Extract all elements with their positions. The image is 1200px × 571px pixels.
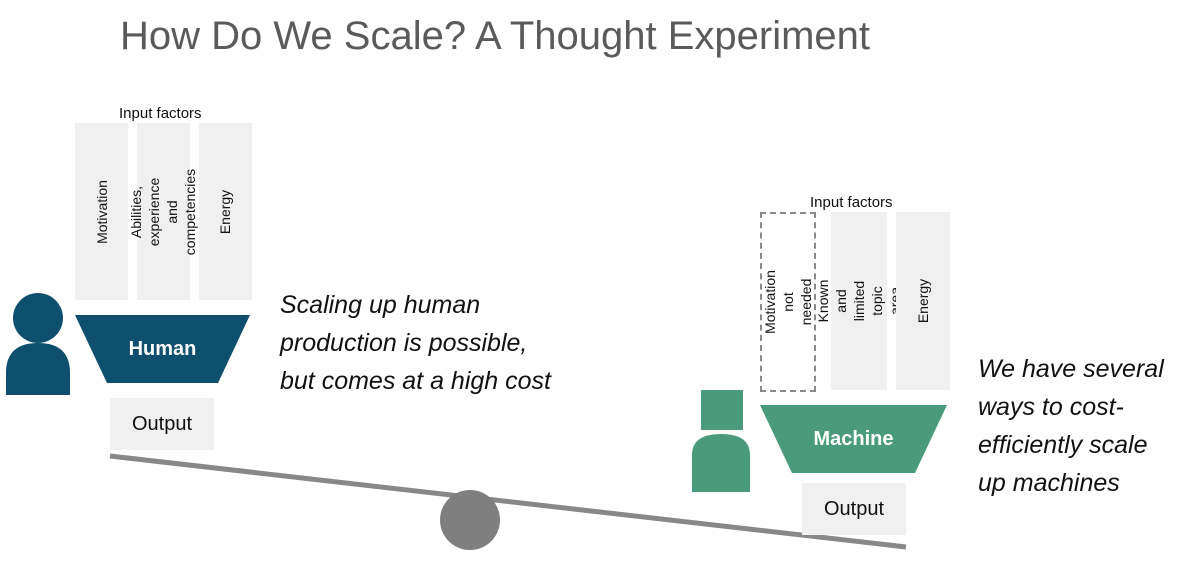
human-input-factors-label: Input factors	[119, 105, 202, 122]
machine-factor-energy: Energy	[896, 212, 950, 390]
balance-beam	[109, 453, 907, 550]
human-factor-abilities-text: Abilities, experience and competencies	[128, 168, 199, 255]
human-factor-energy-text: Energy	[217, 189, 234, 234]
human-scaling-note: Scaling up human production is possible,…	[280, 291, 551, 395]
machine-scaling-note: We have several ways to cost- efficientl…	[978, 355, 1164, 497]
human-funnel-label: Human	[128, 337, 197, 360]
machine-factor-known-topic-text: Known and limited topic area	[815, 279, 903, 323]
human-funnel	[75, 315, 250, 383]
machine-funnel-label: Machine	[813, 427, 894, 450]
human-person-icon	[6, 293, 70, 395]
human-factor-energy: Energy	[199, 123, 252, 300]
machine-robot-icon	[692, 390, 750, 492]
human-factor-motivation: Motivation	[75, 123, 128, 300]
page-title: How Do We Scale? A Thought Experiment	[120, 14, 871, 58]
machine-factor-known-topic: Known and limited topic area	[815, 212, 903, 390]
machine-factor-energy-text: Energy	[914, 278, 931, 324]
machine-output-box: Output	[802, 483, 906, 535]
fulcrum	[440, 490, 500, 550]
human-output-box: Output	[110, 398, 214, 450]
human-factor-abilities: Abilities, experience and competencies	[129, 123, 199, 300]
machine-input-factors-label: Input factors	[810, 194, 893, 211]
human-factor-motivation-text: Motivation	[93, 179, 110, 244]
machine-factor-motivation-text: Motivation not needed	[762, 270, 814, 334]
machine-funnel	[760, 405, 947, 473]
machine-factor-motivation-not-needed: Motivation not needed	[760, 212, 816, 392]
